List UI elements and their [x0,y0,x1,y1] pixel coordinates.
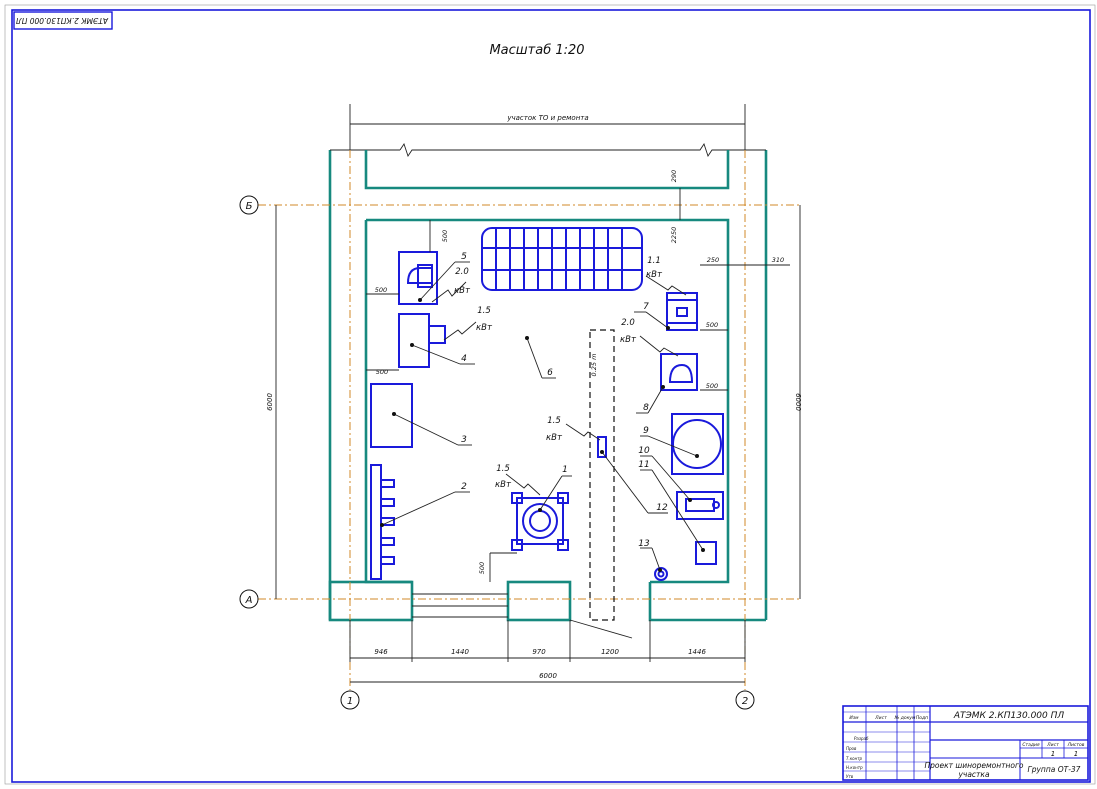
svg-text:Лист: Лист [1046,742,1059,748]
sheet-frame [11,9,1091,783]
svg-text:Листов: Листов [1067,742,1085,748]
equipment-12 [695,541,717,565]
svg-text:Утв: Утв [846,774,854,779]
power-unit-6: кВт [546,433,563,443]
svg-text:500: 500 [478,562,486,574]
dim-right: 6000 [794,393,802,411]
room-walls [366,218,730,584]
corner-stamp [13,11,113,30]
equipment-1 [511,492,569,551]
title-block [842,705,1089,781]
power-unit-2: кВт [476,323,493,333]
scale-label: Масштаб 1:20 [489,43,584,58]
power-kw-3: 1.1 [647,256,661,266]
svg-text:Б: Б [246,201,253,212]
svg-text:Н.контр: Н.контр [846,765,863,770]
equipment-2 [370,464,395,580]
dim-total: 6000 [539,672,557,680]
power-kw-2: 1.5 [477,306,491,316]
dim-bottom-2: 1440 [451,648,469,656]
dim-bottom-5: 1446 [688,648,706,656]
svg-text:А: А [245,595,253,606]
equipment-3 [370,383,413,448]
power-kw-1: 2.0 [455,267,469,277]
axis-bubble-1 [340,690,360,710]
eq-label-10: 10 [638,446,650,456]
equipment-8 [660,353,698,391]
tb-code: АТЭМК 2.КП130.000 ПЛ [953,711,1065,721]
svg-text:250: 250 [707,256,719,264]
equipment-7 [666,292,698,331]
corner-stamp-text: АТЭМК 2.КП130.000 ПЛ [16,16,109,25]
power-unit-5: кВт [495,480,512,490]
svg-text:№ докум: № докум [894,715,916,721]
eq-label-12: 12 [656,503,668,513]
power-unit-3: кВт [646,270,663,280]
axis-bubble-a [239,589,259,609]
equipment-4 [398,313,446,368]
svg-text:500: 500 [441,230,449,242]
svg-text:500: 500 [376,368,388,376]
svg-text:Разраб: Разраб [854,736,869,741]
equipment-11 [676,491,724,520]
equipment-5 [398,251,438,305]
tb-name-1: Проект шиноремонтного [924,761,1023,770]
svg-text:1: 1 [347,696,353,707]
dim-left: 6000 [266,393,274,411]
eq-label-4: 4 [461,354,467,364]
svg-text:1: 1 [1074,750,1078,758]
svg-text:Изм: Изм [849,715,859,721]
svg-text:Лист: Лист [874,715,887,721]
power-unit-1: кВт [454,286,471,296]
power-kw-5: 1.5 [496,464,510,474]
equipment-9 [671,413,724,475]
svg-text:Стадия: Стадия [1022,742,1040,748]
eq-label-3: 3 [461,435,467,445]
eq-label-11: 11 [638,460,649,470]
dim-bottom-3: 970 [532,648,546,656]
svg-text:Пров: Пров [846,746,857,751]
axis-bubble-b [239,195,259,215]
tire-rack [481,227,643,291]
dim-bottom-4: 1200 [601,648,619,656]
svg-text:Т.контр: Т.контр [846,756,863,761]
svg-text:2250: 2250 [670,227,678,244]
eq-label-6: 6 [547,368,553,378]
power-kw-4: 2.0 [621,318,635,328]
svg-text:290: 290 [670,170,678,182]
eq-label-1: 1 [562,465,568,475]
dim-bottom-1: 946 [374,648,388,656]
wall-socket [597,436,607,458]
tb-group: Группа ОТ-37 [1028,765,1081,774]
axis-bubble-2 [735,690,755,710]
svg-text:1: 1 [1051,750,1055,758]
eq-label-9: 9 [643,426,649,436]
svg-text:500: 500 [706,321,718,329]
svg-text:500: 500 [706,382,718,390]
eq-label-5: 5 [461,252,467,262]
sheet-border [4,4,1096,785]
eq-label-2: 2 [461,482,467,492]
svg-text:2: 2 [742,696,748,707]
power-kw-6: 1.5 [547,416,561,426]
svg-text:310: 310 [772,256,784,264]
power-unit-4: кВт [620,335,637,345]
svg-text:0.25 m: 0.25 m [590,354,598,377]
label-workshop-top: участок ТО и ремонта [506,114,588,122]
eq-label-7: 7 [643,302,649,312]
eq-label-8: 8 [643,403,649,413]
tb-name-2: участка [957,770,989,779]
svg-text:Подп: Подп [916,715,928,721]
eq-label-13: 13 [638,539,650,549]
svg-text:500: 500 [375,286,387,294]
